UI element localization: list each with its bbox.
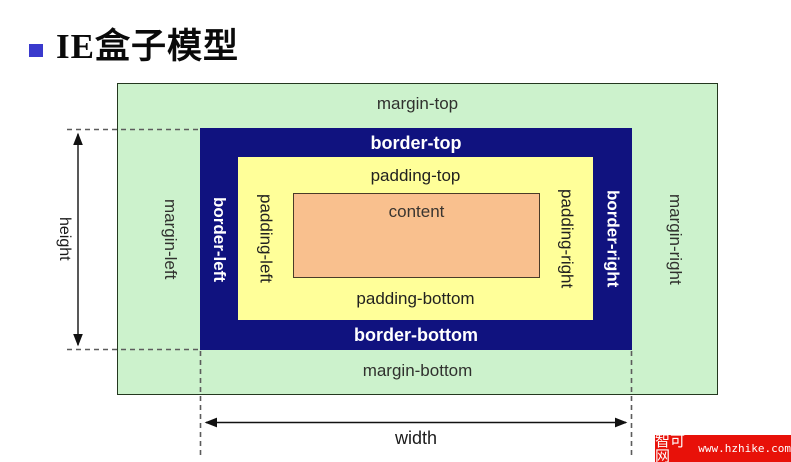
- content-box: [293, 193, 540, 278]
- border-left-label: border-left: [210, 196, 229, 282]
- border-bottom-label: border-bottom: [354, 324, 478, 345]
- height-dimension-label: height: [56, 217, 73, 261]
- margin-bottom-label: margin-bottom: [362, 361, 473, 380]
- content-label: content: [388, 202, 445, 221]
- margin-left-label: margin-left: [161, 198, 180, 280]
- width-dimension-label: width: [394, 427, 438, 448]
- padding-left-label: padding-left: [256, 194, 276, 283]
- page-title: IE盒子模型: [56, 27, 239, 66]
- watermark-site-url: www.hzhike.com: [698, 442, 791, 455]
- margin-top-label: margin-top: [376, 94, 459, 113]
- title-bullet-icon: [29, 44, 43, 57]
- padding-bottom-label: padding-bottom: [356, 289, 475, 308]
- padding-right-label: padding-right: [557, 188, 577, 289]
- border-top-label: border-top: [370, 132, 462, 153]
- watermark: 智可网 www.hzhike.com: [655, 432, 791, 462]
- watermark-site-name: 智可网: [655, 432, 686, 462]
- margin-right-label: margin-right: [666, 193, 685, 285]
- border-right-label: border-right: [603, 190, 623, 288]
- padding-top-label: padding-top: [370, 166, 461, 185]
